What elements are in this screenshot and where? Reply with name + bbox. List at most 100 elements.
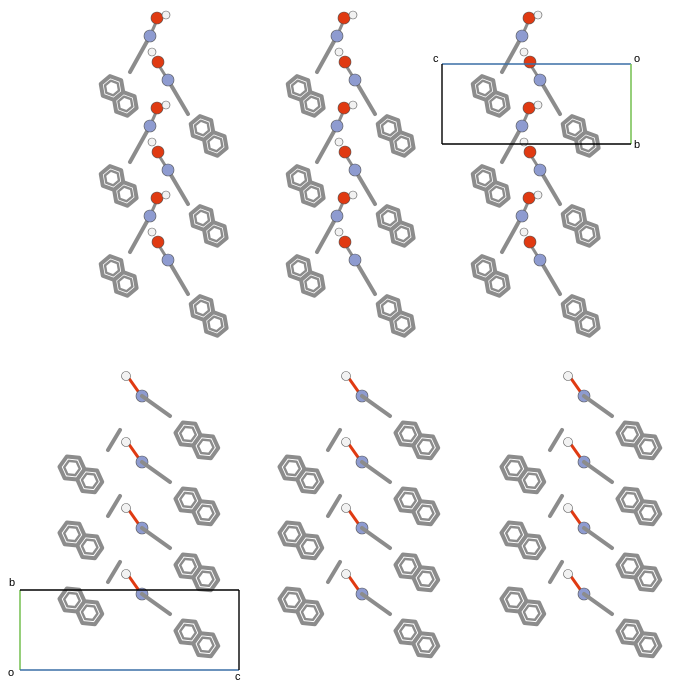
bond: [106, 560, 122, 584]
aromatic-ring-inner: [416, 636, 435, 654]
aromatic-ring: [484, 270, 511, 298]
axis-label-o-top: o: [634, 53, 640, 65]
aromatic-ring: [389, 220, 416, 248]
bond: [500, 34, 524, 74]
aromatic-ring: [574, 310, 601, 338]
molecule-column-bottom: [57, 371, 221, 659]
bond: [353, 78, 377, 116]
aromatic-ring-inner: [290, 79, 308, 97]
axis-label-c-top: c: [433, 53, 439, 65]
hydrogen-atom: [334, 227, 344, 237]
hydrogen-atom: [121, 503, 131, 513]
aromatic-ring-inner: [304, 95, 321, 113]
aromatic-ring-inner: [207, 315, 224, 333]
aromatic-ring-inner: [300, 538, 319, 556]
bond: [548, 494, 564, 518]
aromatic-ring-inner: [193, 209, 211, 227]
aromatic-ring-inner: [394, 135, 411, 153]
aromatic-ring-inner: [380, 209, 398, 227]
nitrogen-atom: [143, 209, 157, 223]
nitrogen-atom: [143, 119, 157, 133]
aromatic-ring-inner: [179, 491, 197, 509]
aromatic-ring-inner: [207, 225, 224, 243]
bond: [140, 526, 172, 550]
aromatic-ring-inner: [179, 425, 197, 443]
aromatic-ring-inner: [63, 459, 81, 477]
oxygen-atom: [522, 191, 536, 205]
nitrogen-atom: [161, 73, 175, 87]
aromatic-ring-inner: [621, 557, 639, 575]
aromatic-ring-inner: [179, 557, 197, 575]
aromatic-ring-inner: [283, 459, 301, 477]
bond: [166, 78, 190, 116]
aromatic-ring: [517, 599, 547, 627]
hydrogen-atom: [563, 371, 573, 381]
nitrogen-atom: [533, 73, 547, 87]
hydrogen-atom: [341, 569, 351, 579]
oxygen-atom: [338, 145, 352, 159]
aromatic-ring-inner: [300, 472, 319, 490]
aromatic-ring-inner: [103, 79, 121, 97]
bond: [140, 394, 172, 418]
aromatic-ring-inner: [63, 525, 81, 543]
axis-label-o-bottom: o: [8, 667, 14, 679]
aromatic-ring-inner: [579, 225, 596, 243]
nitrogen-atom: [533, 253, 547, 267]
bond: [500, 214, 524, 254]
aromatic-ring: [484, 180, 511, 208]
aromatic-ring-inner: [304, 275, 321, 293]
aromatic-ring-inner: [196, 504, 215, 522]
aromatic-ring-inner: [380, 119, 398, 137]
bond: [360, 592, 392, 616]
nitrogen-atom: [348, 73, 362, 87]
bond: [106, 494, 122, 518]
aromatic-ring: [191, 565, 221, 593]
bond: [582, 394, 614, 418]
oxygen-atom: [151, 55, 165, 69]
bond: [353, 258, 377, 296]
hydrogen-atom: [121, 437, 131, 447]
aromatic-ring-inner: [565, 299, 583, 317]
aromatic-ring-inner: [505, 459, 523, 477]
aromatic-ring-inner: [638, 570, 657, 588]
aromatic-ring: [112, 90, 139, 118]
hydrogen-atom: [334, 47, 344, 57]
oxygen-atom: [150, 101, 164, 115]
aromatic-ring: [574, 130, 601, 158]
nitrogen-atom: [330, 119, 344, 133]
aromatic-ring: [75, 599, 105, 627]
aromatic-ring-inner: [193, 119, 211, 137]
hydrogen-atom: [147, 47, 157, 57]
aromatic-ring: [75, 467, 105, 495]
aromatic-ring: [411, 433, 441, 461]
hydrogen-atom: [519, 227, 529, 237]
aromatic-ring-inner: [522, 472, 541, 490]
hydrogen-atom: [121, 371, 131, 381]
aromatic-ring-inner: [475, 79, 493, 97]
nitrogen-atom: [330, 29, 344, 43]
hydrogen-atom: [147, 227, 157, 237]
aromatic-ring: [191, 433, 221, 461]
aromatic-ring-inner: [80, 472, 99, 490]
oxygen-atom: [522, 101, 536, 115]
aromatic-ring-inner: [522, 604, 541, 622]
hydrogen-atom: [348, 100, 358, 110]
nitrogen-atom: [515, 119, 529, 133]
hydrogen-atom: [341, 371, 351, 381]
oxygen-atom: [523, 55, 537, 69]
bond: [166, 168, 190, 206]
oxygen-atom: [151, 235, 165, 249]
hydrogen-atom: [533, 100, 543, 110]
aromatic-ring: [295, 533, 325, 561]
aromatic-ring-inner: [475, 169, 493, 187]
hydrogen-atom: [563, 437, 573, 447]
bond: [140, 460, 172, 484]
aromatic-ring-inner: [394, 225, 411, 243]
bond: [166, 258, 190, 296]
molecule-column-top: [98, 10, 229, 338]
hydrogen-atom: [161, 10, 171, 20]
unit-cell-bottom: b o c: [8, 577, 241, 680]
aromatic-ring-inner: [394, 315, 411, 333]
aromatic-ring: [484, 90, 511, 118]
